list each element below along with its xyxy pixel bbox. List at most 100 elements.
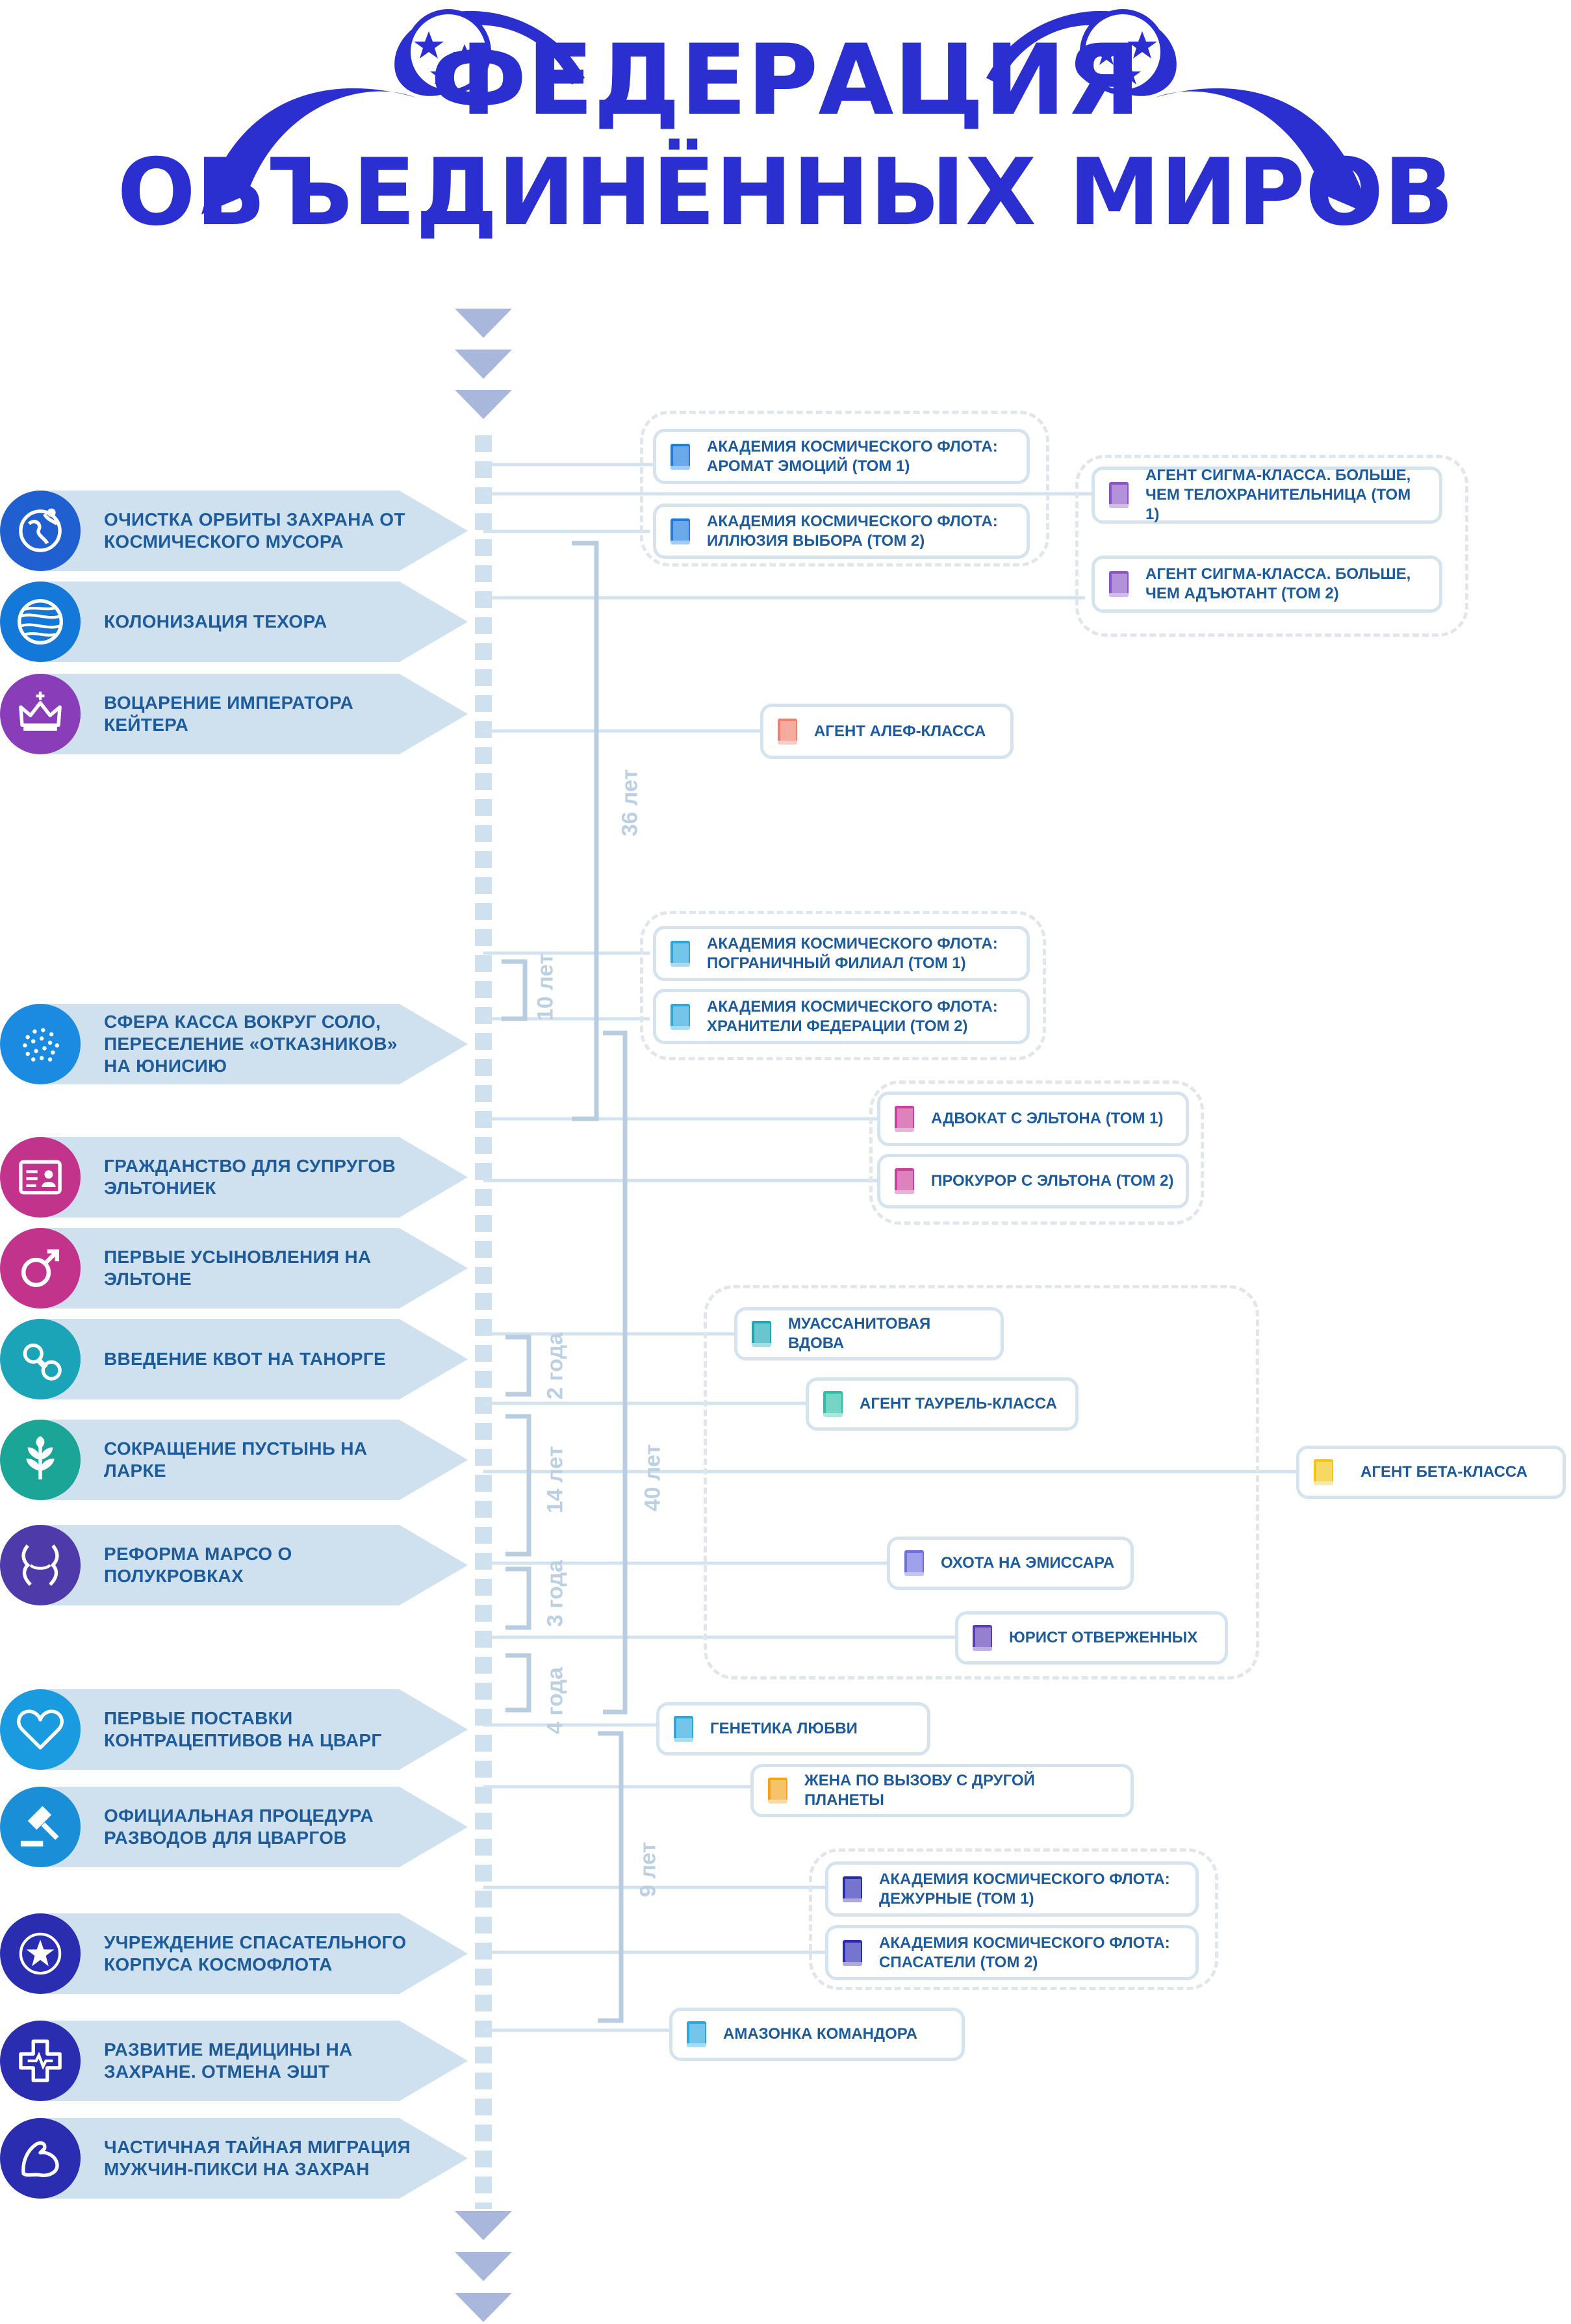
crown-icon [0,674,81,754]
event-adoptions: Первые усыновления на Эльтоне [0,1228,468,1309]
event-arrow [39,1689,468,1770]
book-academy-duty[interactable]: Академия космического флота: Дежурные (т… [825,1861,1199,1917]
book-icon [685,2020,708,2049]
period-brackets [502,541,628,2023]
book-taurel[interactable]: Агент таурель-класса [806,1377,1079,1431]
bracket-3 [505,1566,531,1630]
period-9: 9 лет [635,1842,661,1897]
event-label: Первые усыновления на Эльтоне [104,1247,372,1289]
down-arrow-icon [455,390,512,419]
event-arrow [39,2118,468,2199]
bracket-36 [572,541,599,1121]
sphere-icon [0,1004,81,1084]
bottom-arrows [455,2211,512,2322]
book-icon [903,1549,925,1577]
event-pixie-migration: Частичная тайная миграция мужчин-пикси н… [0,2118,468,2199]
book-icon [1312,1458,1335,1487]
event-contraceptives: Первые поставки контрацептивов на Цварг [0,1689,468,1770]
book-outcasts-lawyer[interactable]: Юрист отверженных [955,1611,1228,1665]
book-elton-prosecutor[interactable]: Прокурор с Эльтона (том 2) [877,1154,1189,1208]
book-icon [822,1390,844,1418]
left-stars-medallion [405,9,491,95]
book-title: Академия космического флота: Пограничный… [707,934,998,972]
book-academy-aroma[interactable]: Академия космического флота: Аромат эмоц… [653,429,1030,484]
event-deserts: Сокращение пустынь на Ларке [0,1420,468,1500]
left-stars-icon [414,31,476,84]
book-love-genetics[interactable]: Генетика любви [656,1702,930,1756]
book-group-academy-duty [809,1848,1218,1990]
book-wife-on-call[interactable]: Жена по вызову с другой планеты [750,1764,1134,1817]
book-icon [1108,481,1130,509]
bracket-10 [502,959,528,1021]
book-icon [971,1624,993,1652]
event-label: Очистка орбиты Захрана от космического м… [104,509,405,552]
event-arrow [39,1420,468,1500]
book-academy-illusion[interactable]: Академия космического флота: Иллюзия выб… [653,504,1030,559]
book-sigma-bodyguard[interactable]: Агент сигма-класса. Больше, чем телохран… [1092,466,1442,524]
event-orbit-cleanup: Очистка орбиты Захрана от космического м… [0,491,468,571]
event-label: Введение квот на Танорге [104,1349,387,1369]
book-icon [669,939,691,968]
bracket-40 [603,1030,628,1715]
bracket-9 [598,1731,624,2023]
event-arrow [39,1228,468,1309]
event-arrow [39,491,468,571]
event-arrow [39,1913,468,1994]
down-arrow-icon [455,2293,512,2322]
book-title: Агент алеф-класса [814,722,986,740]
planet-icon [0,581,81,662]
event-label: Сокращение пустынь на Ларке [104,1438,368,1481]
down-arrow-icon [455,2252,512,2281]
book-academy-border[interactable]: Академия космического флота: Пограничный… [653,926,1030,981]
book-sigma-adjutant[interactable]: Агент сигма-класса. Больше, чем адъютант… [1092,555,1442,613]
book-title: Адвокат с Эльтона (том 1) [931,1110,1164,1127]
book-emissary-hunt[interactable]: Охота на эмиссара [887,1537,1134,1590]
down-arrow-icon [455,309,512,338]
male-symbol-icon [0,1228,81,1309]
id-card-icon [0,1137,81,1218]
book-group-sigma [1075,455,1468,637]
book-icon [669,1002,691,1031]
event-arrow [39,1525,468,1605]
bracket-4 [505,1653,531,1713]
period-3: 3 года [543,1560,568,1627]
book-group-academy-1-2 [640,411,1049,567]
book-academy-guardians[interactable]: Академия космического флота: Хранители Ф… [653,989,1030,1044]
book-title: Охота на эмиссара [941,1554,1115,1572]
event-arrow [39,1137,468,1218]
left-swirl [201,88,416,214]
event-label: Гражданство для супругов эльтониек [104,1156,396,1198]
event-arrow [39,1004,468,1084]
book-icon [841,1875,863,1904]
book-amazon-commander[interactable]: Амазонка командора [669,2008,965,2061]
period-14: 14 лет [543,1446,568,1514]
book-moissanite-widow[interactable]: Муассанитовая вдова [734,1307,1004,1360]
book-icon [672,1715,695,1743]
book-title: Генетика любви [710,1720,858,1737]
star-emblem-icon [0,1913,81,1994]
period-36: 36 лет [617,769,643,837]
header: ФЕДЕРАЦИЯ ОБЪЕДИНЁННЫХ МИРОВ [0,0,1571,273]
right-stars-icon [1095,31,1157,84]
book-icon [767,1776,789,1805]
book-elton-advocate[interactable]: Адвокат с Эльтона (том 1) [877,1092,1189,1146]
book-icon [669,517,691,546]
title-line-2: ОБЪЕДИНЁННЫХ МИРОВ [117,138,1453,246]
event-arrow [39,1787,468,1867]
book-academy-rescuers[interactable]: Академия космического флота: Спасатели (… [825,1925,1199,1980]
heart-icon [0,1689,81,1770]
book-title: Агент бета-класса [1360,1463,1527,1481]
title-emblem: ФЕДЕРАЦИЯ ОБЪЕДИНЁННЫХ МИРОВ [117,9,1454,246]
book-beta[interactable]: Агент бета-класса [1296,1446,1566,1499]
down-arrow-icon [455,2211,512,2240]
event-medicine: Развитие медицины на Захране. Отмена ЭШТ [0,2021,468,2101]
event-label: Учреждение спасательного корпуса космофл… [104,1932,407,1974]
right-stars-medallion [1080,9,1166,95]
event-divorces: Официальная процедура разводов для цварг… [0,1787,468,1867]
event-arrow [39,674,468,754]
book-icon [750,1320,773,1348]
book-title: Юрист отверженных [1009,1629,1198,1646]
book-icon [669,442,691,471]
book-aleph[interactable]: Агент алеф-класса [760,704,1014,759]
